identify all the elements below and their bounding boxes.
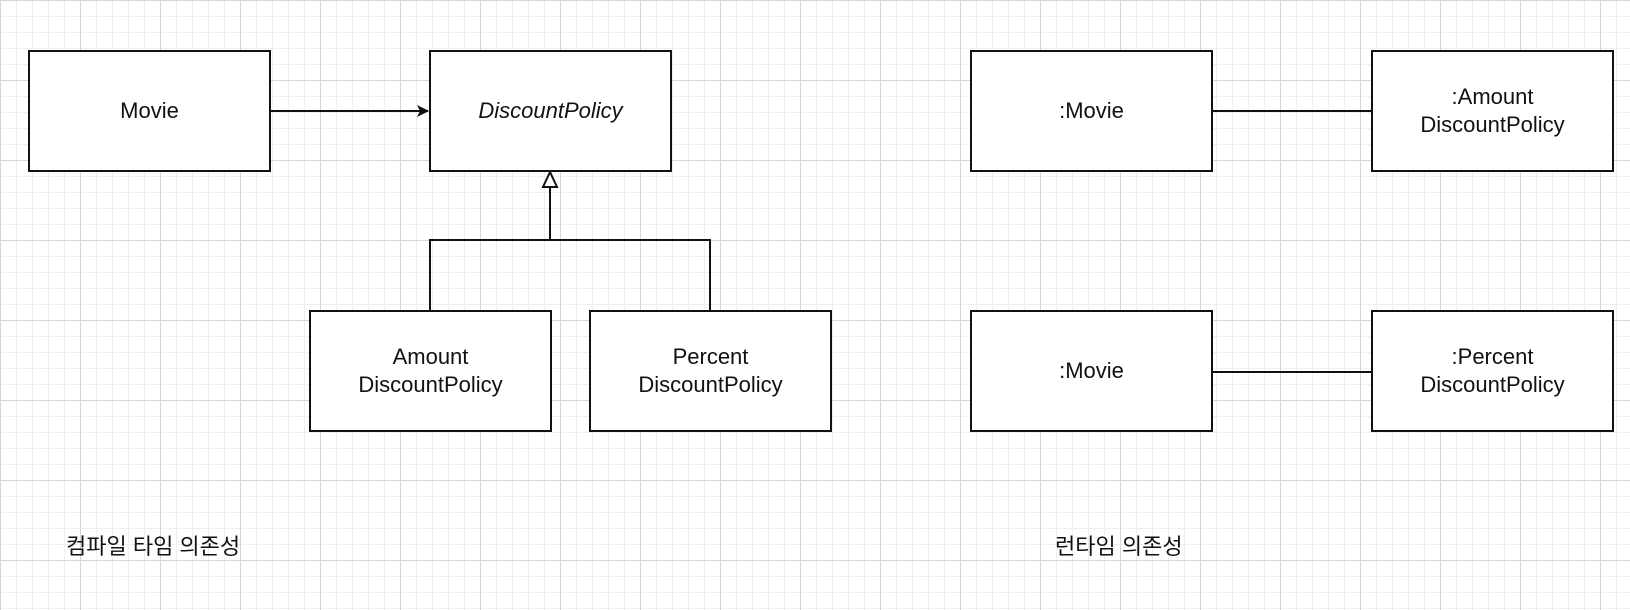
inheritance-triangle: [541, 169, 559, 188]
percent-discount-policy-label-line2: DiscountPolicy: [638, 372, 783, 397]
runtime-percent-policy-object-box[interactable]: :Percent DiscountPolicy: [1371, 310, 1614, 432]
runtime-percent-policy-label-line1: :Percent: [1451, 344, 1534, 369]
percent-discount-policy-label-line1: Percent: [672, 344, 749, 369]
amount-discount-policy-label-line1: Amount: [392, 344, 469, 369]
discount-policy-class-box[interactable]: DiscountPolicy: [429, 50, 672, 172]
runtime-movie-label-2: :Movie: [1059, 358, 1124, 383]
amount-discount-policy-class-box[interactable]: Amount DiscountPolicy: [309, 310, 552, 432]
compile-time-caption: 컴파일 타임 의존성: [66, 534, 241, 559]
runtime-caption: 런타임 의존성: [1055, 534, 1183, 559]
movie-class-label: Movie: [120, 98, 179, 123]
runtime-amount-policy-object-box[interactable]: :Amount DiscountPolicy: [1371, 50, 1614, 172]
percent-discount-policy-class-box[interactable]: Percent DiscountPolicy: [589, 310, 832, 432]
runtime-movie-object-box-2[interactable]: :Movie: [970, 310, 1213, 432]
amount-discount-policy-label-line2: DiscountPolicy: [358, 372, 503, 397]
inheritance-connector: [429, 239, 711, 310]
runtime-amount-policy-label-line1: :Amount: [1451, 84, 1534, 109]
discount-policy-class-label: DiscountPolicy: [478, 98, 623, 123]
runtime-percent-policy-label-line2: DiscountPolicy: [1420, 372, 1565, 397]
runtime-movie-label-1: :Movie: [1059, 98, 1124, 123]
movie-class-box[interactable]: Movie: [28, 50, 271, 172]
runtime-amount-policy-label-line2: DiscountPolicy: [1420, 112, 1565, 137]
runtime-movie-object-box-1[interactable]: :Movie: [970, 50, 1213, 172]
